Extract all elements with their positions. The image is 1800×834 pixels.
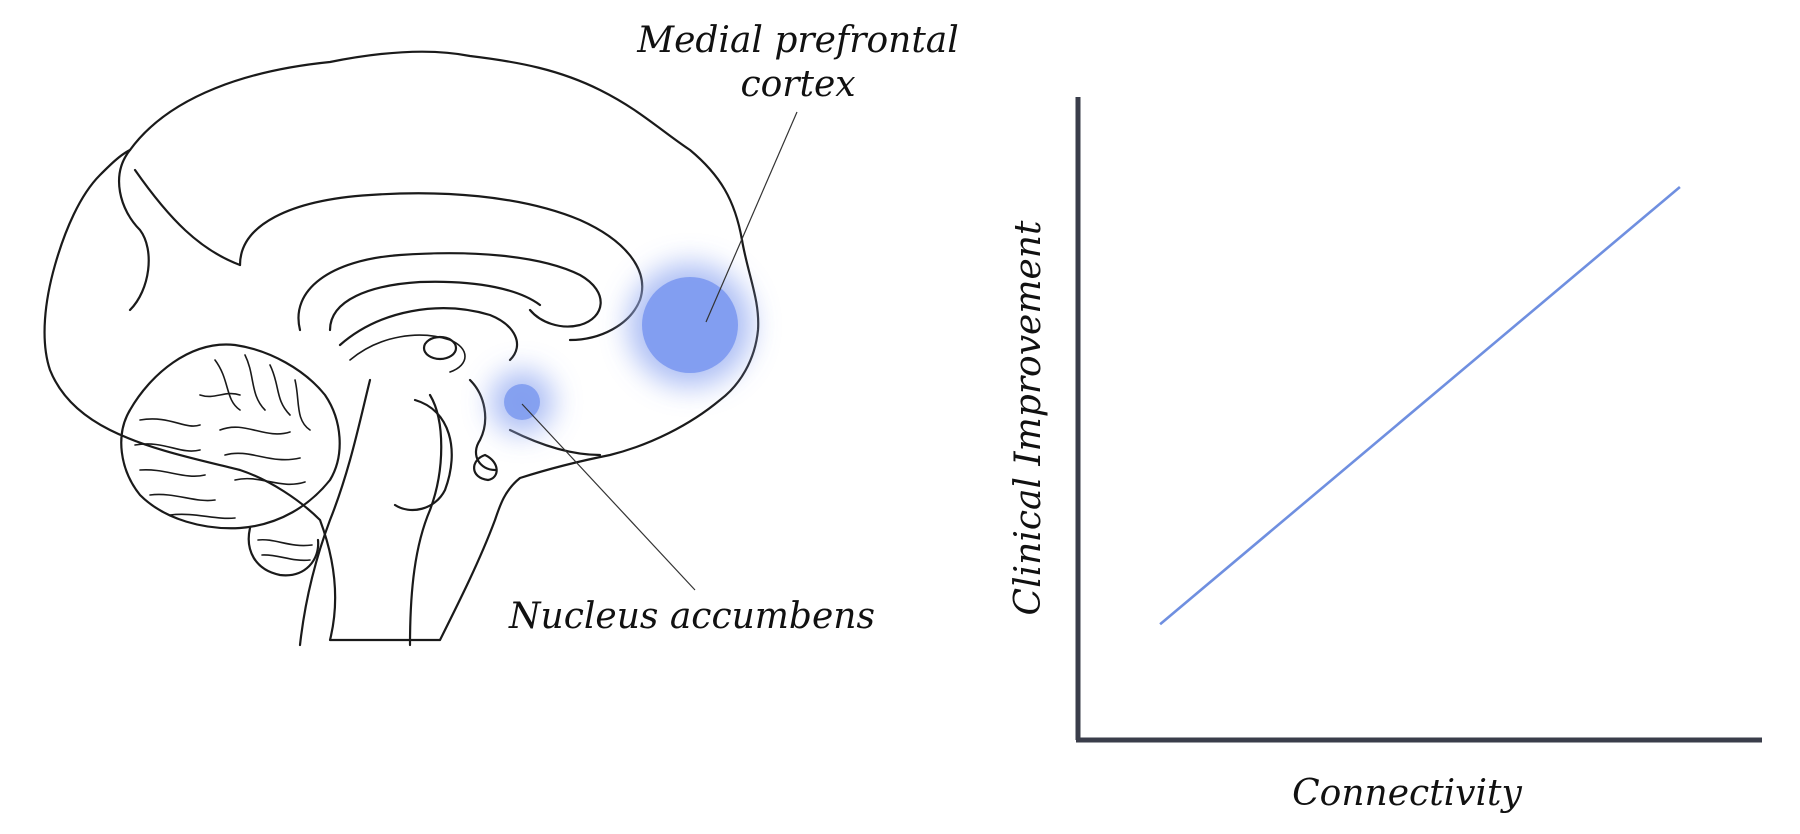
nucleus-accumbens-region-dot [504, 384, 540, 420]
cerebellum-lower-lobe [247, 526, 320, 577]
mpfc-highlight [628, 263, 752, 387]
mpfc-leader-line [705, 111, 798, 323]
fornix [338, 307, 519, 362]
pituitary [473, 453, 498, 482]
hypothalamus [468, 378, 497, 472]
cingulate-gyrus-outer [238, 192, 644, 342]
cerebellum-folia [134, 354, 311, 520]
cerebellum-lower-folia [257, 538, 313, 562]
corpus-callosum-outer [297, 252, 602, 332]
pons [393, 398, 453, 512]
occipital-fold [118, 148, 150, 312]
trend-line-0 [1159, 186, 1681, 626]
nucleus-accumbens-highlight [490, 370, 554, 434]
cerebellum-outline [120, 343, 341, 530]
thalamus [349, 334, 466, 373]
brainstem [298, 378, 372, 647]
y-axis-label: Clinical Improvement [1008, 220, 1049, 615]
cerebellum [120, 343, 341, 577]
nucleus-accumbens-label: Nucleus accumbens [508, 596, 875, 637]
mpfc-label-line1: Medial prefrontal [636, 20, 959, 61]
corpus-callosum-inner [328, 280, 542, 332]
temporal-lobe [508, 428, 602, 457]
mpfc-region-dot [642, 277, 738, 373]
brain-outline [43, 50, 760, 642]
connectivity-chart: Connectivity Clinical Improvement [1008, 97, 1762, 814]
brain-illustration [43, 50, 760, 647]
x-axis-label: Connectivity [1292, 773, 1522, 814]
series-layer [1159, 186, 1681, 626]
anterior-commissure [422, 335, 458, 361]
nucleus-accumbens-leader-line [521, 403, 696, 591]
brainstem-front [408, 393, 443, 647]
mpfc-label-line2: cortex [740, 64, 855, 105]
parieto-occipital-sulcus [133, 168, 242, 267]
